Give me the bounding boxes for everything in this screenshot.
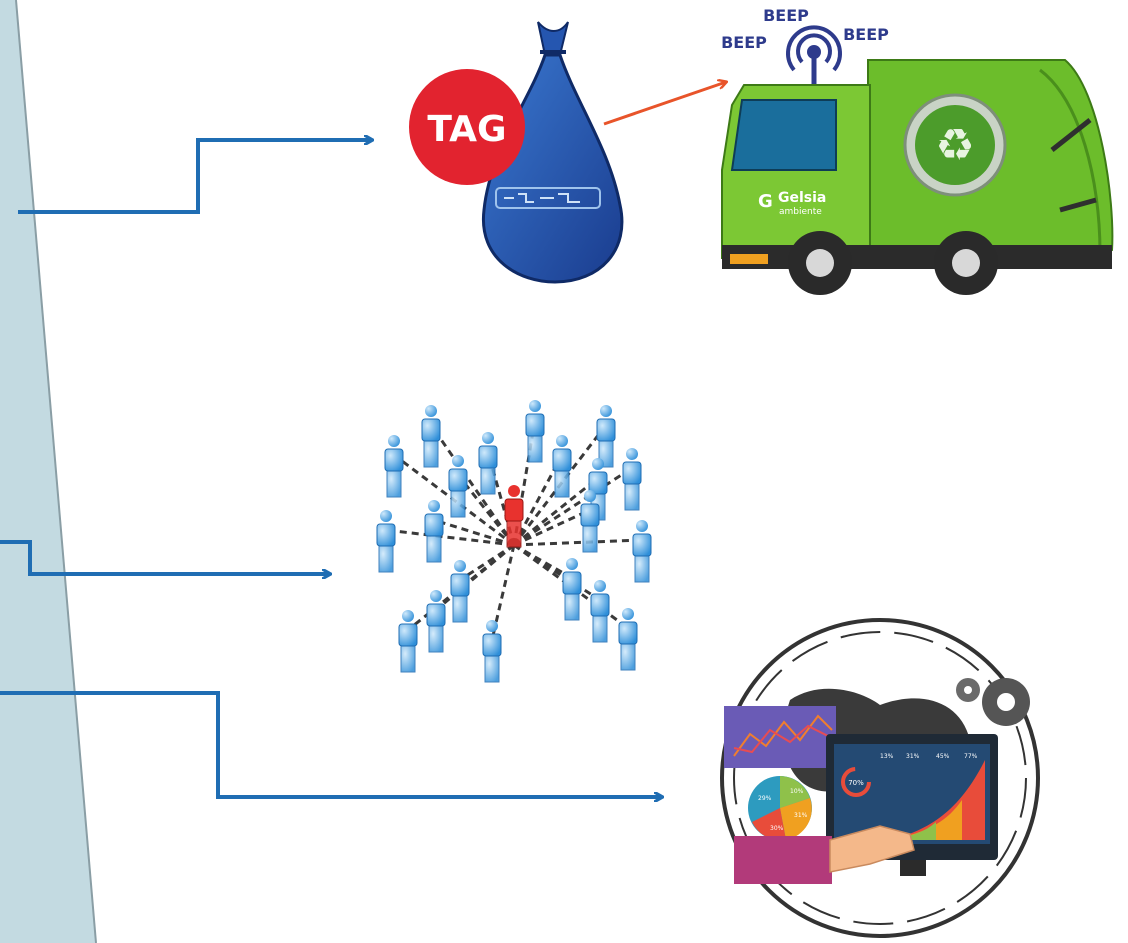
- analytics-illustration: 10% 29% 31% 30% 70% 13% 31% 45% 77%: [720, 618, 1040, 938]
- left-panel: [0, 0, 97, 943]
- tag-label: TAG: [427, 109, 506, 150]
- pie-chart: 10% 29% 31% 30%: [748, 776, 812, 841]
- person-icon: [384, 435, 404, 498]
- pie-label-3: 31%: [794, 812, 808, 819]
- truck-subbrand: ambiente: [779, 207, 822, 217]
- bar-value-labels: 13% 31% 45% 77%: [880, 753, 978, 760]
- person-icon: [448, 455, 468, 518]
- person-icon: [482, 620, 502, 683]
- rfid-chip-icon: [495, 187, 601, 209]
- hand-pointer-icon: [734, 825, 915, 884]
- svg-text:G: G: [758, 191, 773, 212]
- person-icon: [398, 610, 418, 673]
- person-icon: [580, 490, 600, 553]
- person-icon: [525, 400, 545, 463]
- arrow-to-tag: [18, 140, 372, 214]
- person-icon: [424, 500, 444, 563]
- pie-label-2: 29%: [758, 795, 772, 802]
- person-icon: [552, 435, 572, 498]
- pie-label-1: 10%: [790, 788, 804, 795]
- person-icon: [632, 520, 652, 583]
- beep-left-label: BEEP: [721, 33, 767, 52]
- person-icon: [421, 405, 441, 468]
- pie-label-4: 30%: [770, 825, 784, 832]
- beep-right-label: BEEP: [843, 25, 889, 44]
- people-network-illustration: [376, 400, 652, 683]
- central-person-icon: [504, 485, 524, 548]
- tag-badge: TAG: [409, 69, 525, 185]
- svg-text:31%: 31%: [906, 753, 920, 760]
- recycle-icon: ♻: [935, 120, 974, 171]
- person-icon: [596, 405, 616, 468]
- person-icon: [478, 432, 498, 495]
- svg-text:13%: 13%: [880, 753, 894, 760]
- person-icon: [622, 448, 642, 511]
- signal-icon: BEEP BEEP BEEP: [721, 6, 889, 88]
- person-icon: [450, 560, 470, 623]
- person-icon: [426, 590, 446, 653]
- gear-icon: [956, 678, 1030, 726]
- purple-chart-card: [724, 706, 836, 768]
- person-icon: [618, 608, 638, 671]
- truck-brand: Gelsia: [778, 190, 826, 206]
- arrow-to-analytics: [0, 691, 662, 797]
- person-icon: [562, 558, 582, 621]
- arrow-bag-to-truck: [603, 82, 726, 126]
- beep-top-label: BEEP: [763, 6, 809, 25]
- person-icon: [376, 510, 396, 573]
- svg-text:45%: 45%: [936, 753, 950, 760]
- gauge-label: 70%: [848, 779, 864, 787]
- gelsia-logo: G Gelsia ambiente: [758, 190, 826, 217]
- recycle-logo: ♻: [903, 93, 1007, 197]
- garbage-truck-illustration: ♻ G Gelsia ambiente: [721, 59, 1114, 295]
- arrow-to-network: [0, 540, 330, 574]
- svg-text:77%: 77%: [964, 753, 978, 760]
- person-icon: [590, 580, 610, 643]
